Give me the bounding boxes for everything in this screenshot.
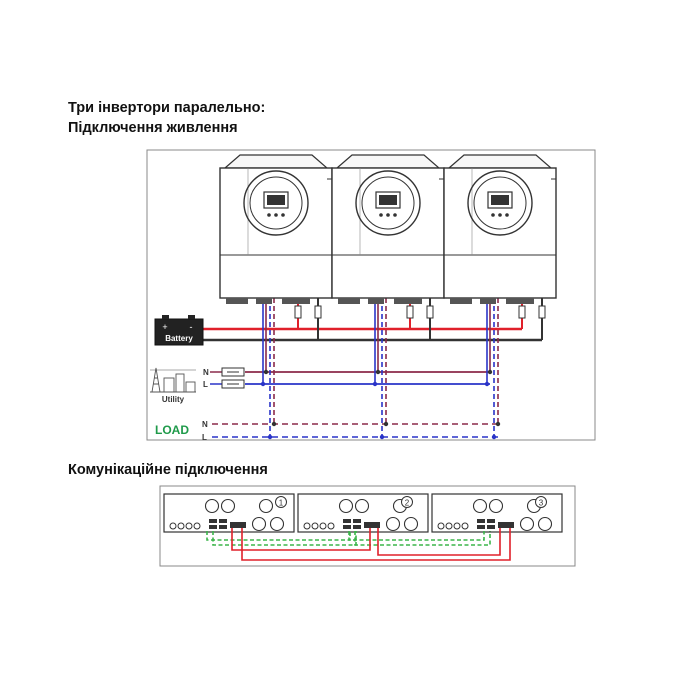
power-diagram-frame (146, 149, 596, 441)
load-wires (212, 298, 501, 440)
utility-grid-icon (150, 367, 196, 393)
inverter-1 (219, 154, 333, 305)
comm-unit-1: 1 (163, 493, 295, 533)
utility-neutral-label: N (203, 368, 209, 377)
utility-label: Utility (162, 395, 185, 404)
heading-line-2: Підключення живлення (68, 120, 238, 136)
power-connection-diagram: + - Battery Utility N L (146, 149, 596, 442)
inverter-2 (331, 154, 445, 305)
unit-number-2: 2 (405, 499, 410, 508)
comm-diagram-frame (159, 485, 576, 567)
comm-unit-2: 2 (297, 493, 429, 533)
load-label: LOAD (155, 423, 189, 437)
battery: + - Battery (154, 315, 204, 346)
heading-line-1: Три інвертори паралельно: (68, 100, 266, 116)
utility-line-label: L (203, 380, 208, 389)
load: LOAD N L (155, 420, 208, 442)
battery-label: Battery (165, 334, 193, 343)
battery-icon (154, 318, 204, 346)
load-line-label: L (202, 433, 207, 442)
unit-number-3: 3 (539, 499, 544, 508)
unit-number-1: 1 (279, 499, 284, 508)
comm-green-cables (206, 531, 491, 546)
utility-wires (245, 298, 493, 387)
comm-red-cables (231, 528, 511, 561)
communication-connection-heading: Комунікаційне підключення (68, 462, 268, 478)
battery-minus-label: - (190, 322, 193, 332)
load-neutral-label: N (202, 420, 208, 429)
inverter-3 (443, 154, 557, 305)
power-connection-heading: Три інвертори паралельно: Підключення жи… (68, 98, 265, 138)
communication-diagram: 1 2 3 (159, 485, 576, 567)
utility: Utility N L (150, 367, 245, 404)
comm-unit-3: 3 (431, 493, 563, 533)
battery-plus-label: + (162, 322, 167, 332)
